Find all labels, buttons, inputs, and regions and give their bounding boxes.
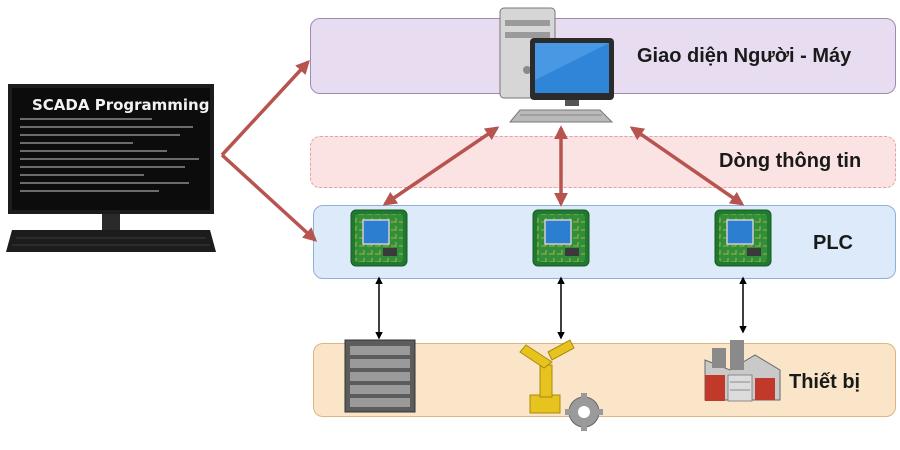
- plc-chip-icon: [714, 209, 772, 267]
- server-rack-icon: [344, 339, 416, 413]
- monitor-screen: SCADA Programming: [8, 84, 214, 214]
- scada-workstation-monitor: SCADA Programming: [2, 80, 220, 260]
- plc-chip-icon: [350, 209, 408, 267]
- desktop-computer-icon: [499, 7, 614, 123]
- robot-arm-gear-icon: [519, 339, 603, 431]
- screen-title: SCADA Programming: [32, 96, 210, 114]
- device-layer-label: Thiết bị: [789, 371, 861, 393]
- factory-icon: [704, 340, 781, 402]
- monitor-stand: [6, 214, 216, 252]
- hmi-plc1-arrow: [382, 126, 500, 206]
- plc-layer-box: [313, 205, 896, 279]
- workstation-to-plc-arrow: [220, 153, 318, 242]
- hmi-layer-label: Giao diện Người - Máy: [637, 45, 852, 67]
- code-lines: [20, 118, 208, 198]
- plc-chip-icon: [532, 209, 590, 267]
- workstation-to-hmi-arrow: [220, 59, 310, 157]
- plc-layer-label: PLC: [813, 232, 853, 254]
- info-flow-layer-label: Dòng thông tin: [719, 150, 862, 172]
- hmi-plc3-arrow: [629, 126, 745, 206]
